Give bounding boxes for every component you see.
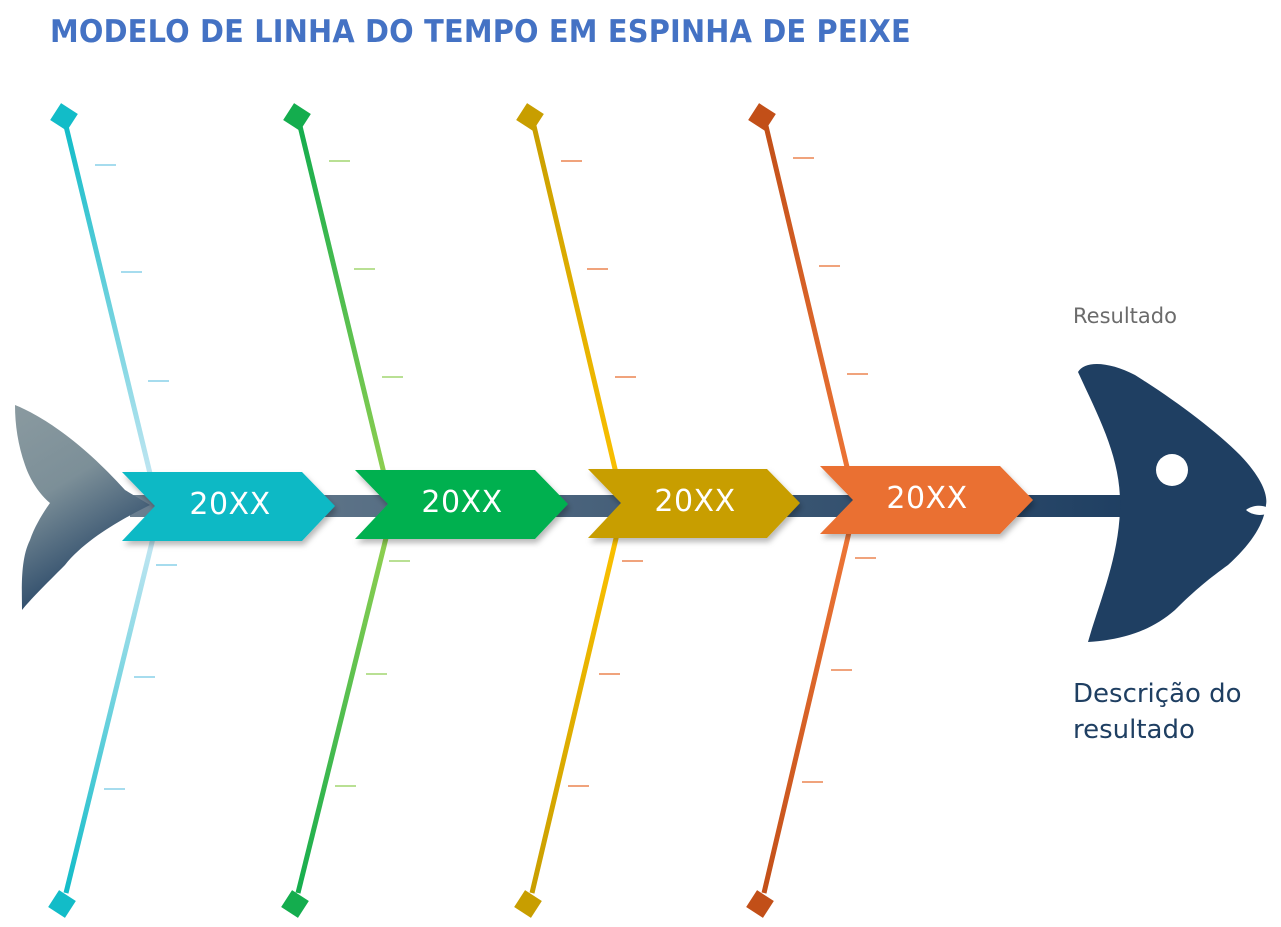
diamond-icon xyxy=(516,103,544,131)
bone-group-1 xyxy=(48,103,177,918)
fish-tail xyxy=(15,405,150,610)
bone-group-3 xyxy=(514,103,643,918)
bone-group-2 xyxy=(281,103,410,918)
diamond-icon xyxy=(746,890,774,918)
milestone-label-4: 20XX xyxy=(886,481,968,516)
diamond-icon xyxy=(748,103,776,131)
diamond-icon xyxy=(50,103,78,131)
diamond-icon xyxy=(283,103,311,131)
milestone-arrow-1[interactable] xyxy=(122,472,335,541)
milestone-arrow-3[interactable] xyxy=(588,469,800,538)
milestone-arrow-2[interactable] xyxy=(355,470,568,539)
milestone-arrow-4[interactable] xyxy=(820,466,1033,534)
milestone-label-1: 20XX xyxy=(189,487,271,522)
bone-group-4 xyxy=(746,103,876,918)
page-title: MODELO DE LINHA DO TEMPO EM ESPINHA DE P… xyxy=(50,14,911,50)
milestone-label-2: 20XX xyxy=(421,485,503,520)
result-description: Descrição do resultado xyxy=(1073,679,1242,745)
diamond-icon xyxy=(48,890,76,918)
result-label: Resultado xyxy=(1073,304,1177,328)
fish-mouth-icon xyxy=(1246,505,1266,515)
diamond-icon xyxy=(281,890,309,918)
diamond-icon xyxy=(514,890,542,918)
fish-eye-icon xyxy=(1156,454,1188,486)
fish-head xyxy=(1078,364,1267,642)
milestone-label-3: 20XX xyxy=(654,484,736,519)
